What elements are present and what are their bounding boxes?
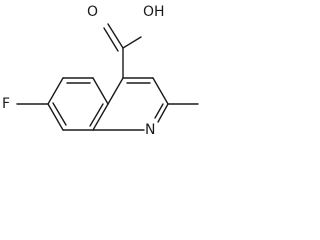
bond-c8-c7 <box>47 103 64 131</box>
bond-c4a-c8a-inner <box>89 103 104 127</box>
bond-c7-c6 <box>47 77 64 105</box>
bond-c5-c4a <box>92 77 109 105</box>
bond-c8-c7-inner <box>52 102 67 126</box>
bond-c2-n1 <box>157 103 169 123</box>
bond-c3-c2 <box>152 77 169 105</box>
atom-label-o: O <box>87 4 98 20</box>
atom-label-f: F <box>2 96 10 112</box>
bond-ccooh-o-a <box>107 23 124 49</box>
atom-label-oh: OH <box>143 4 165 20</box>
bond-ccooh-oh <box>122 36 142 49</box>
bond-c4a-c4 <box>107 77 124 105</box>
bond-ccooh-o-b <box>103 27 119 52</box>
bond-c2-n1-inner <box>154 103 164 119</box>
bond-c4a-c8a <box>92 103 109 131</box>
atom-label-n: N <box>145 122 155 138</box>
chemical-structure-diagram: OH O F N <box>2 4 199 138</box>
